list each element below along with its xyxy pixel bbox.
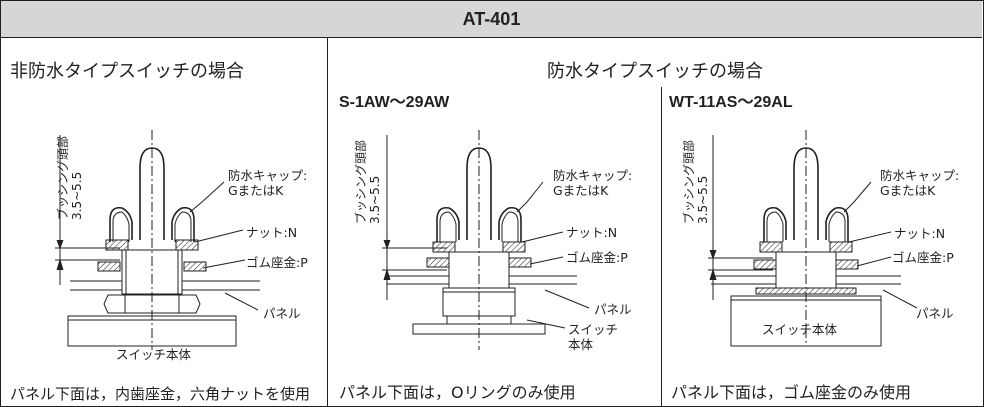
washer-label-right: ゴム座金:P [892, 250, 954, 265]
cap-label-right: 防水キャップ: GまたはK [880, 168, 960, 198]
caption-oring: パネル下面は，Oリングのみ使用 [339, 383, 576, 402]
body-label-right: スイッチ本体 [762, 322, 838, 337]
nut-label-left: ナット:N [246, 225, 298, 240]
model-title-s1aw: S-1AW～29AW [339, 94, 450, 111]
bushing-label-left: ブッシング頭部 3.5~5.5 [56, 135, 84, 220]
page-title: AT-401 [462, 9, 521, 29]
caption-rubber-washer: パネル下面は，ゴム座金のみ使用 [671, 383, 912, 402]
washer-label-middle: ゴム座金:P [566, 250, 628, 265]
diagram-nonwaterproof [55, 130, 260, 350]
header-bar: AT-401 [1, 1, 982, 38]
model-title-wt11as: WT-11AS～29AL [669, 94, 793, 111]
body-label-middle: スイッチ 本体 [568, 322, 619, 352]
panel-label-right: パネル [916, 306, 954, 321]
diagram-wt11as [708, 130, 918, 347]
cap-label-left: 防水キャップ: GまたはK [228, 168, 308, 198]
bushing-label-right: ブッシング頭部 3.5~5.5 [682, 139, 710, 224]
diagram-s1aw [382, 130, 590, 350]
divider-left [327, 37, 328, 406]
nut-label-middle: ナット:N [566, 225, 618, 240]
divider-middle [661, 87, 662, 406]
panel-label-middle: パネル [594, 302, 632, 317]
body-label-left: スイッチ本体 [116, 347, 192, 362]
bushing-label-middle: ブッシング頭部 3.5~5.5 [354, 139, 382, 224]
panel-label-left: パネル [263, 306, 301, 321]
section-title-nonwaterproof: 非防水タイプスイッチの場合 [10, 61, 244, 82]
cap-label-middle: 防水キャップ: GまたはK [553, 168, 633, 198]
section-title-waterproof: 防水タイプスイッチの場合 [547, 61, 763, 82]
caption-nonwaterproof: パネル下面は，内歯座金，六角ナットを使用 [10, 385, 311, 403]
nut-label-right: ナット:N [894, 226, 946, 241]
washer-label-left: ゴム座金:P [246, 255, 308, 270]
